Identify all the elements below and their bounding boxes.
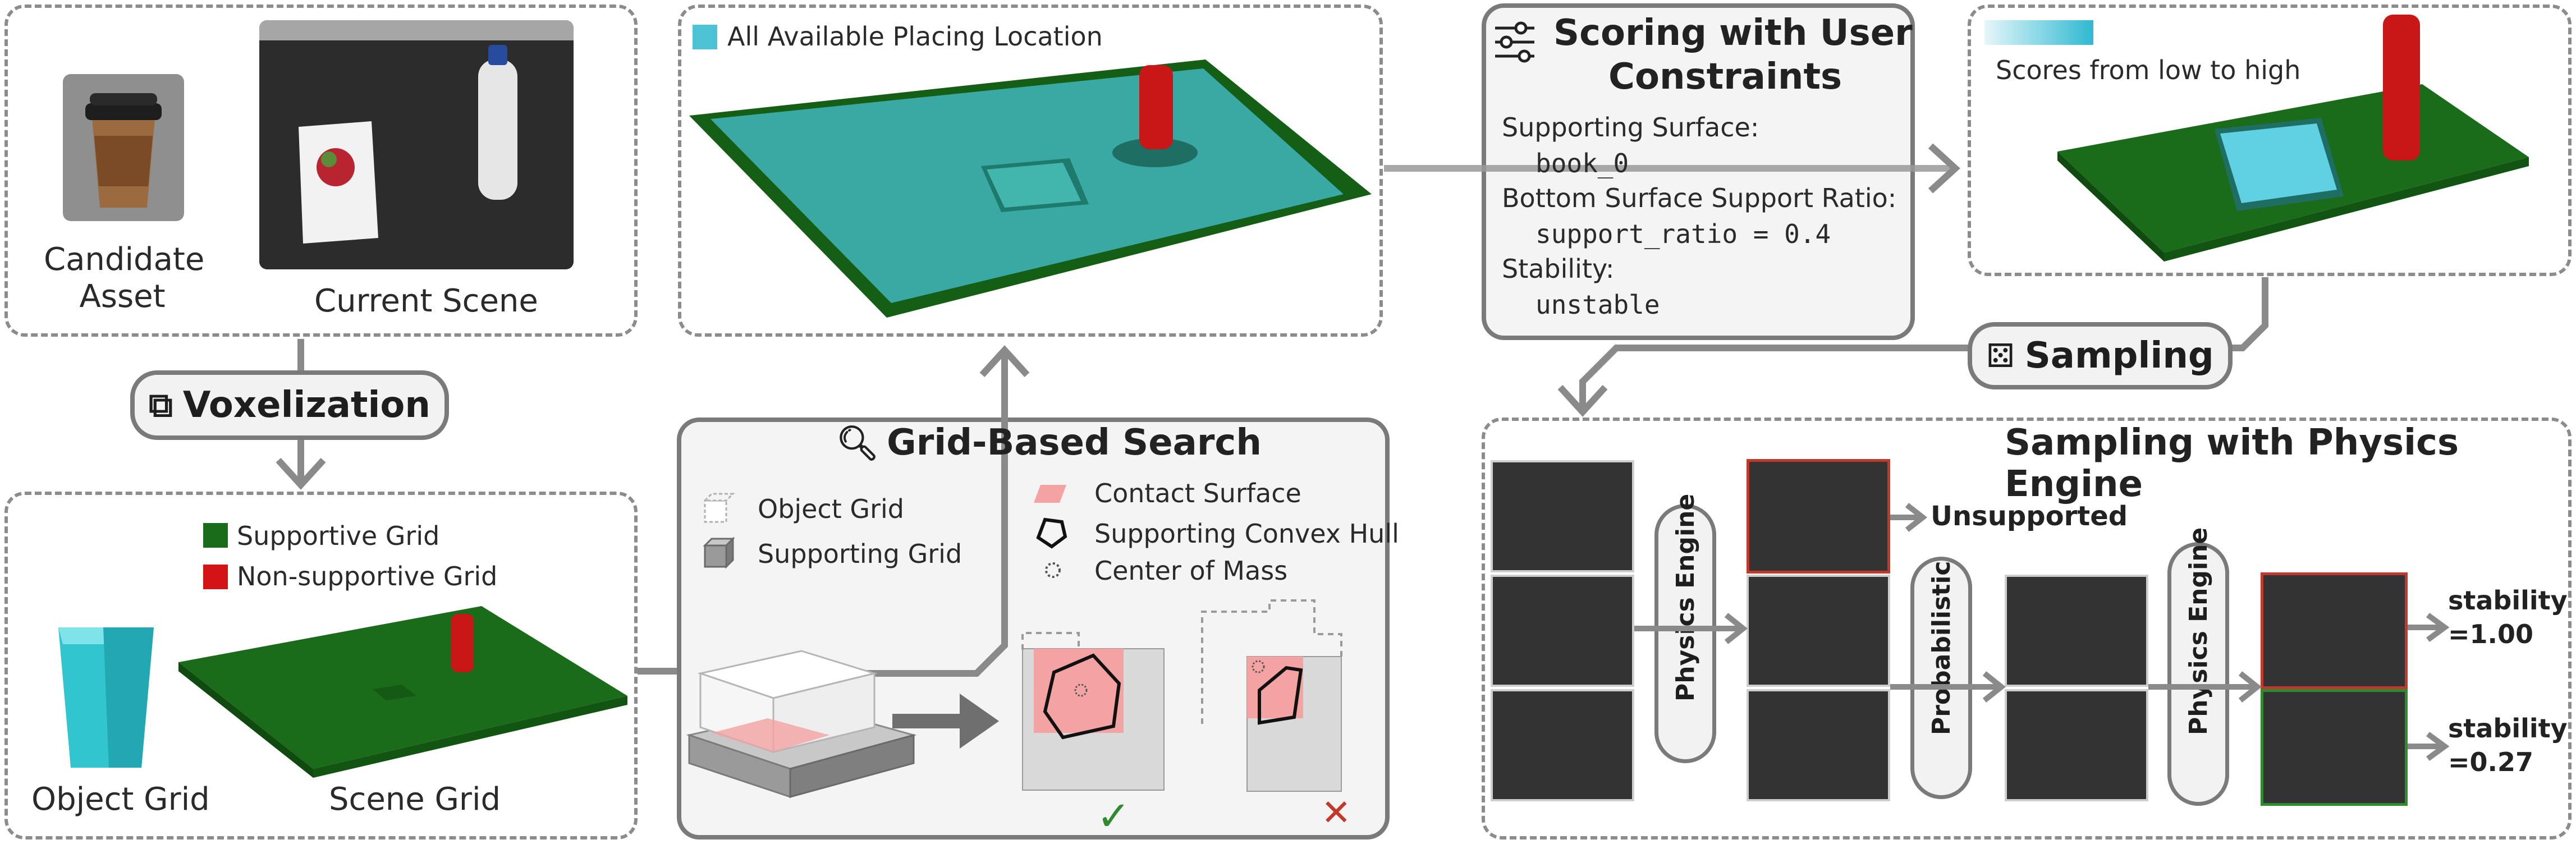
stability-result-1: stability =1.00: [2448, 585, 2568, 649]
sampling-pill: ⚄ Sampling: [1968, 322, 2233, 389]
result-thumb-unsupported: [1747, 459, 1890, 574]
candidate-asset-image: [63, 74, 184, 221]
voxelization-pill: ⧉ Voxelization: [130, 370, 449, 440]
supporting-grid-legend-icon: [703, 536, 735, 569]
final-thumb-2: [2261, 689, 2408, 806]
search-title-label: Grid-Based Search: [887, 422, 1262, 464]
supporting-surface-value: book_0: [1535, 148, 1629, 178]
placing-legend-swatch: [693, 25, 717, 49]
voxel-stack-image: [686, 650, 917, 799]
convex-hull-legend-icon: [1036, 517, 1067, 549]
supportive-legend-label: Supportive Grid: [237, 521, 440, 551]
object-grid-image: [58, 627, 154, 768]
current-scene-image: [259, 20, 574, 269]
unsupported-label: Unsupported: [1931, 501, 2128, 532]
input-panel: [4, 4, 638, 337]
contact-surface-legend-icon: [1034, 485, 1066, 503]
dice-icon: ⚄: [1986, 337, 2015, 375]
invalid-placement-grid: [1201, 599, 1342, 792]
support-ratio-key: Bottom Surface Support Ratio:: [1502, 183, 1897, 213]
support-ratio-value: support_ratio = 0.4: [1535, 219, 1831, 249]
candidate-asset-label: Candidate Asset: [44, 241, 205, 315]
scoring-title-line2: Constraints: [1608, 56, 1842, 98]
sample-thumb-1: [1491, 460, 1634, 572]
placing-legend-label: All Available Placing Location: [727, 21, 1103, 52]
score-gradient-bar: [1984, 20, 2093, 45]
scene-grid-label: Scene Grid: [329, 781, 501, 818]
scoring-title-line1: Scoring with User: [1553, 12, 1913, 54]
stability-value: unstable: [1535, 290, 1660, 320]
physics-title: Sampling with Physics Engine: [2005, 422, 2459, 505]
placing-location-image: [689, 59, 1372, 318]
magnifier-icon: 🔍︎: [836, 423, 879, 463]
scene-grid-image: [178, 606, 627, 778]
check-mark: ✓: [1097, 792, 1131, 840]
scores-legend-label: Scores from low to high: [1996, 55, 2301, 85]
voxelization-label: Voxelization: [182, 384, 430, 426]
center-of-mass-legend-label: Center of Mass: [1094, 556, 1288, 586]
perturbed-thumb-2: [2005, 689, 2148, 801]
supporting-surface-key: Supporting Surface:: [1502, 112, 1759, 143]
scored-scene-image: [2057, 15, 2529, 262]
nonsupportive-legend-label: Non-supportive Grid: [237, 561, 498, 591]
physics-panel: [1482, 418, 2572, 840]
result-thumb-2: [1747, 575, 1890, 687]
grids-panel: [4, 492, 638, 840]
nonsupportive-legend-swatch: [203, 565, 228, 589]
convex-hull-legend-label: Supporting Convex Hull: [1094, 519, 1399, 549]
sampling-label: Sampling: [2024, 335, 2214, 377]
stability-result-2: stability =0.27: [2448, 713, 2568, 777]
valid-placement-grid: [1021, 632, 1165, 791]
search-title: 🔍︎ Grid-Based Search: [836, 422, 1262, 464]
current-scene-label: Current Scene: [314, 283, 538, 319]
center-of-mass-legend-icon: [1045, 562, 1061, 578]
supporting-grid-legend-label: Supporting Grid: [758, 539, 962, 569]
scores-panel: [1968, 4, 2572, 276]
sample-thumb-2: [1491, 575, 1634, 687]
physics-engine-pill-2: [2167, 542, 2229, 806]
contact-surface-legend-label: Contact Surface: [1094, 478, 1301, 508]
cross-mark: ✕: [1321, 792, 1351, 834]
stability-key: Stability:: [1502, 254, 1615, 284]
search-process-arrow: [892, 694, 999, 749]
sliders-icon: [1495, 21, 1534, 63]
cubes-icon: ⧉: [149, 386, 173, 425]
result-thumb-3: [1747, 689, 1890, 801]
object-grid-label: Object Grid: [31, 781, 210, 818]
object-grid-legend-label: Object Grid: [758, 494, 904, 524]
physics-engine-pill-1: [1654, 504, 1716, 763]
placing-panel: [678, 4, 1383, 337]
perturbed-thumb-1: [2005, 575, 2148, 687]
final-thumb-1: [2261, 572, 2408, 689]
supportive-legend-swatch: [203, 523, 228, 548]
probabilistic-pill: [1910, 557, 1972, 799]
object-grid-legend-icon: [703, 493, 735, 523]
sample-thumb-3: [1491, 689, 1634, 801]
